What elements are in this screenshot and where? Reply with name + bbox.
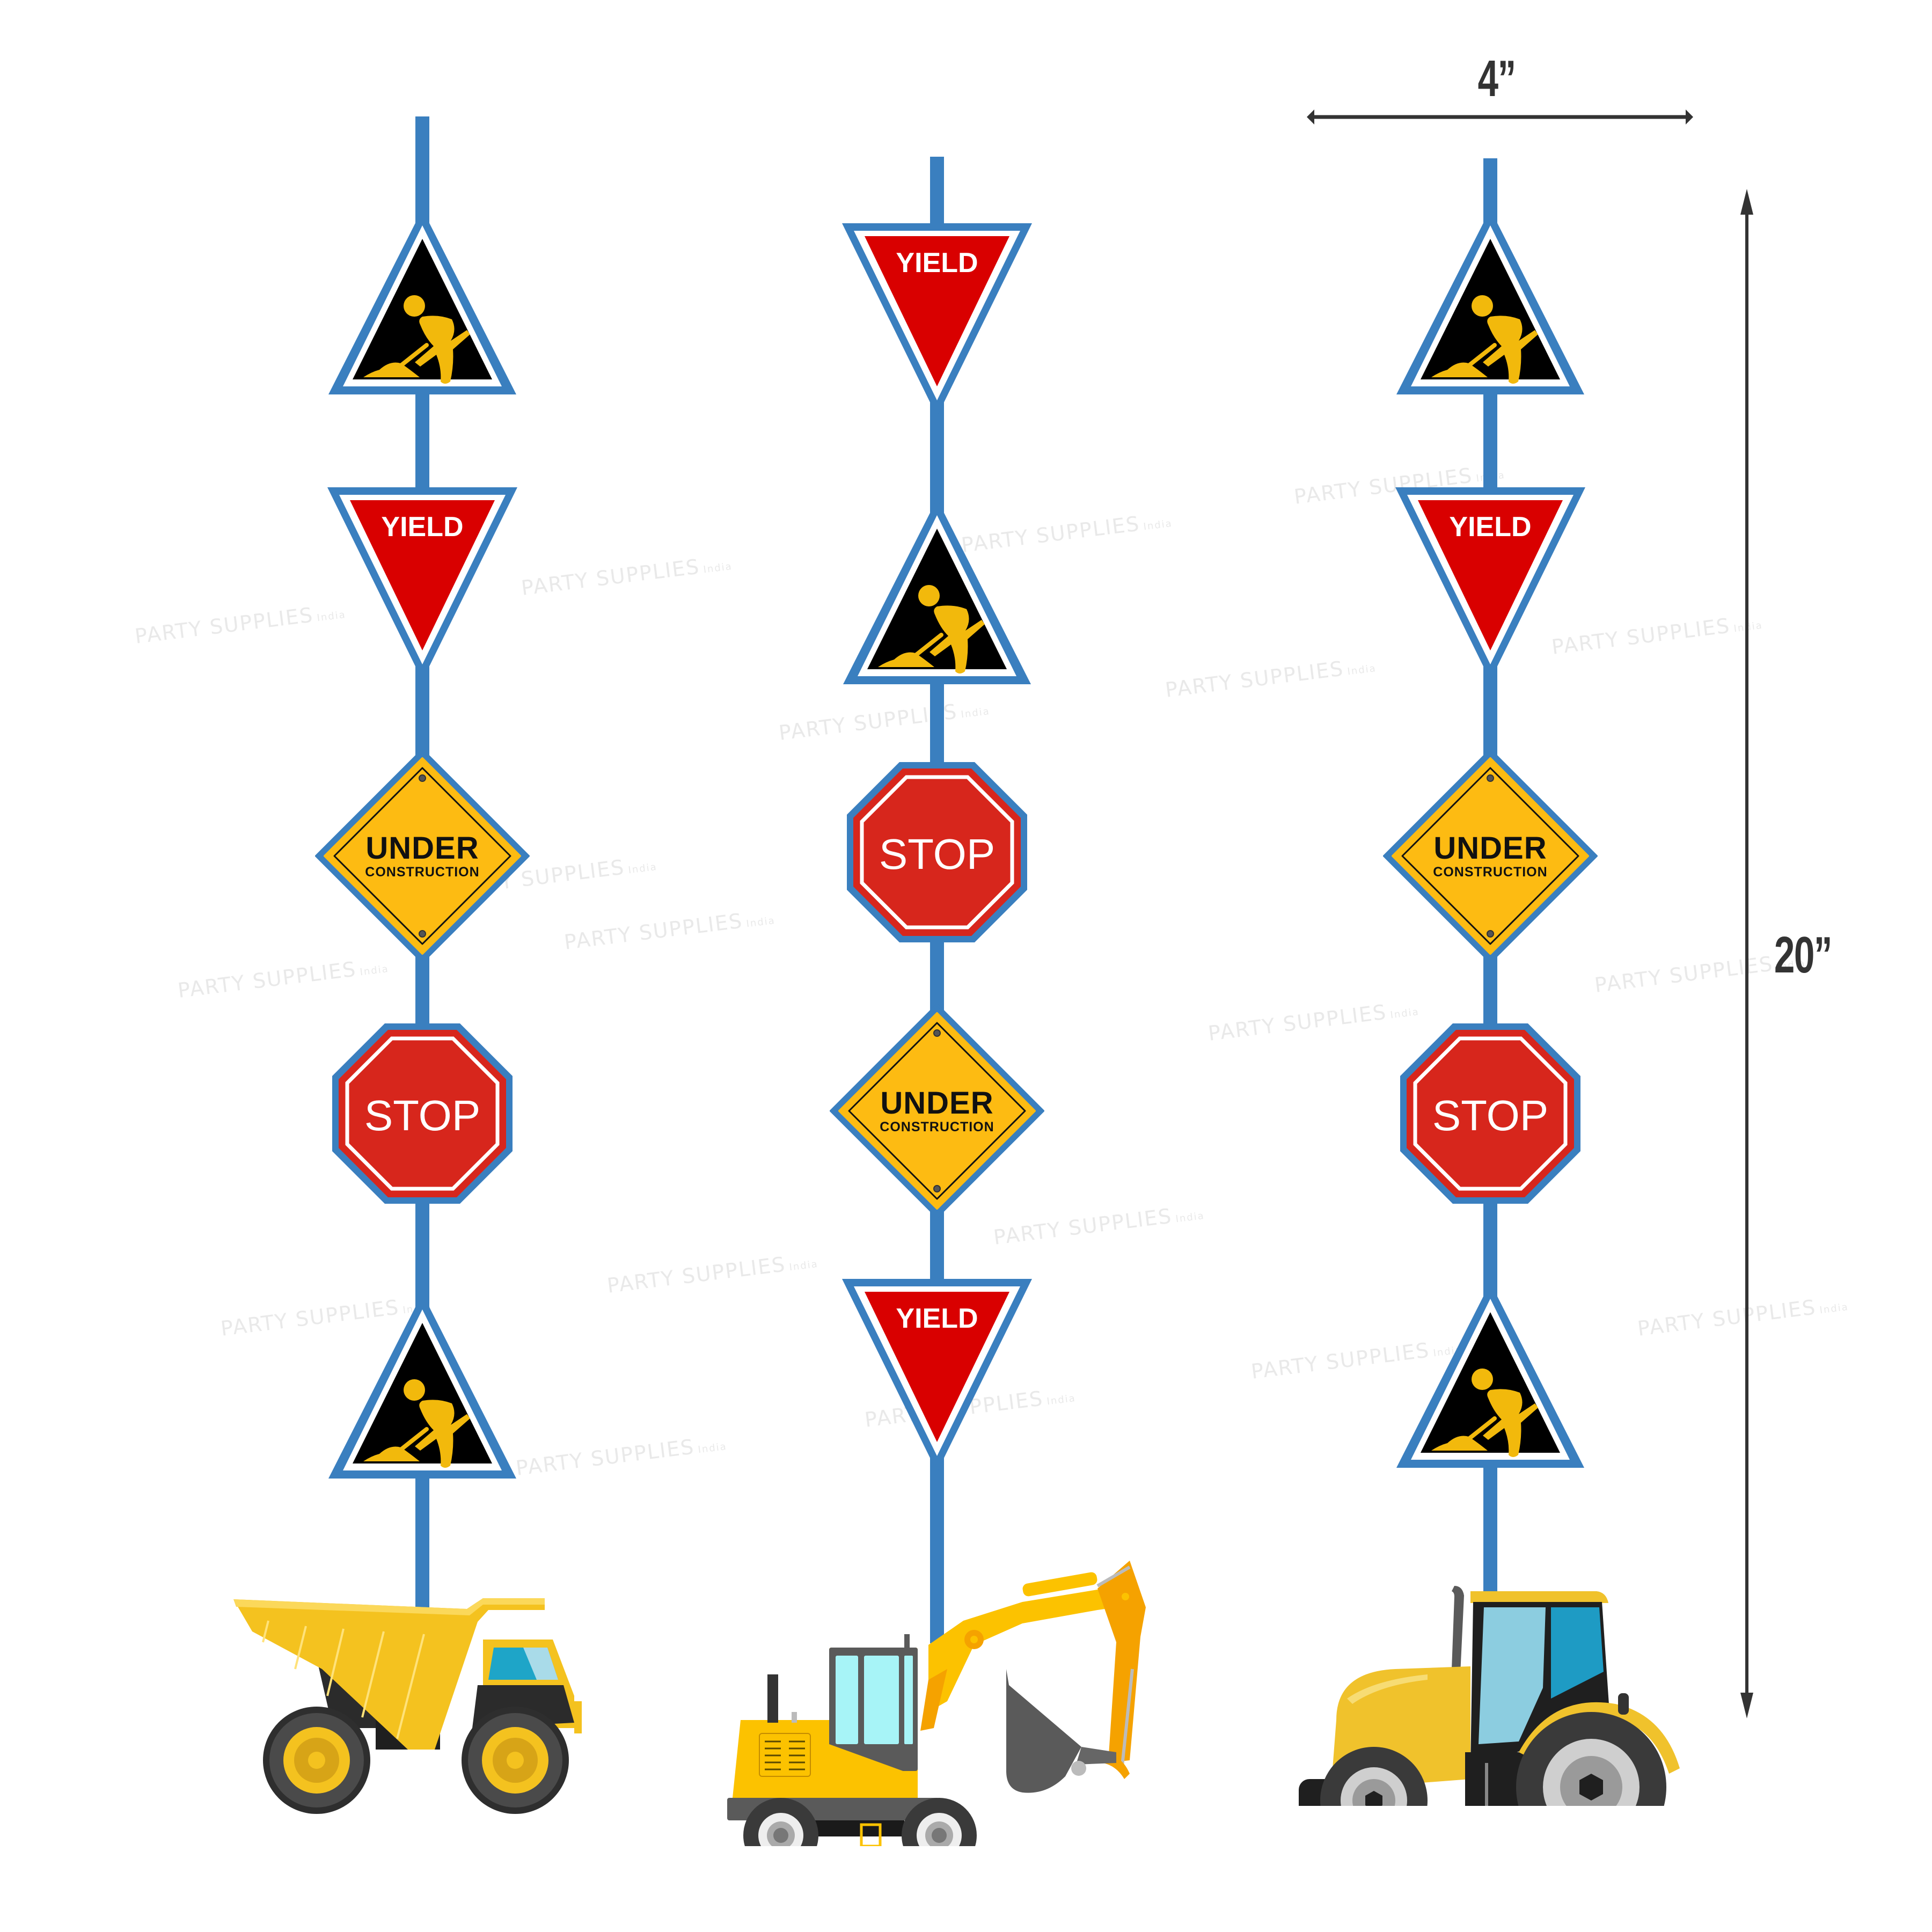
men-at-work-sign — [326, 1291, 519, 1484]
men-at-work-icon — [326, 1291, 519, 1484]
watermark-text: PARTY SUPPLIES — [133, 603, 315, 648]
tractor-icon — [1299, 1586, 1680, 1862]
watermark-suffix: India — [960, 705, 991, 721]
watermark-suffix: India — [359, 963, 390, 978]
yield-sign: YIELD — [326, 483, 519, 682]
stop-sign: STOP — [846, 761, 1028, 943]
under-label: UNDER — [1433, 831, 1547, 866]
watermark-suffix: India — [745, 914, 776, 930]
men-at-work-sign — [840, 496, 1034, 690]
under-construction-sign: UNDER CONSTRUCTION — [315, 749, 530, 963]
dump-truck-cutout — [231, 1589, 596, 1814]
men-at-work-sign — [326, 207, 519, 400]
men-at-work-icon — [1394, 207, 1587, 400]
stop-sign: STOP — [331, 1022, 514, 1205]
watermark-text: PARTY SUPPLIES — [514, 1435, 696, 1480]
watermark-suffix: India — [702, 560, 733, 576]
men-at-work-icon — [1394, 1280, 1587, 1473]
yield-sign: YIELD — [840, 1275, 1034, 1473]
under-construction-sign: UNDER CONSTRUCTION — [1383, 749, 1598, 963]
yield-sign: YIELD — [840, 219, 1034, 418]
stop-label: STOP — [364, 1092, 481, 1139]
height-arrow-icon — [1740, 189, 1753, 1718]
watermark-text: PARTY SUPPLIES — [1206, 1000, 1388, 1045]
stop-label: STOP — [1432, 1092, 1549, 1139]
watermark-text: PARTY SUPPLIES — [176, 957, 358, 1002]
yield-label: YIELD — [896, 1303, 978, 1334]
watermark-text: PARTY SUPPLIES — [1636, 1295, 1818, 1341]
watermark-suffix: India — [627, 861, 658, 876]
construction-label: CONSTRUCTION — [880, 1119, 994, 1135]
under-label: UNDER — [365, 831, 479, 866]
stop-label: STOP — [879, 830, 996, 878]
construction-label: CONSTRUCTION — [1433, 865, 1548, 880]
yield-label: YIELD — [896, 247, 978, 279]
dump-truck-icon — [233, 1598, 582, 1814]
watermark-suffix: India — [1346, 662, 1377, 678]
excavator-cutout — [722, 1546, 1162, 1873]
yield-sign: YIELD — [1394, 483, 1587, 682]
width-label: 4” — [1477, 50, 1517, 107]
watermark-text: PARTY SUPPLIES — [562, 909, 744, 954]
watermark-suffix: India — [788, 1258, 819, 1274]
yield-label: YIELD — [381, 511, 464, 543]
watermark-suffix: India — [1175, 1210, 1205, 1225]
tractor-cutout — [1293, 1564, 1685, 1862]
under-construction-sign: UNDER CONSTRUCTION — [830, 1004, 1044, 1218]
height-label: 20” — [1774, 926, 1833, 984]
men-at-work-icon — [840, 496, 1034, 690]
under-label: UNDER — [880, 1086, 994, 1121]
construction-label: CONSTRUCTION — [365, 865, 480, 880]
men-at-work-sign — [1394, 207, 1587, 400]
men-at-work-sign — [1394, 1280, 1587, 1473]
watermark-suffix: India — [697, 1440, 728, 1456]
yield-label: YIELD — [1449, 511, 1532, 543]
watermark-suffix: India — [1143, 517, 1173, 533]
watermark-suffix: India — [1819, 1301, 1849, 1316]
watermark-text: PARTY SUPPLIES — [519, 554, 701, 600]
watermark-suffix: India — [1389, 1006, 1420, 1021]
excavator-icon — [727, 1561, 1146, 1873]
width-arrow-icon — [1307, 109, 1693, 125]
men-at-work-icon — [326, 207, 519, 400]
stop-sign: STOP — [1399, 1022, 1582, 1205]
watermark-suffix: India — [1046, 1392, 1077, 1408]
watermark-text: PARTY SUPPLIES — [1163, 656, 1345, 702]
watermark-text: PARTY SUPPLIES — [605, 1252, 787, 1298]
